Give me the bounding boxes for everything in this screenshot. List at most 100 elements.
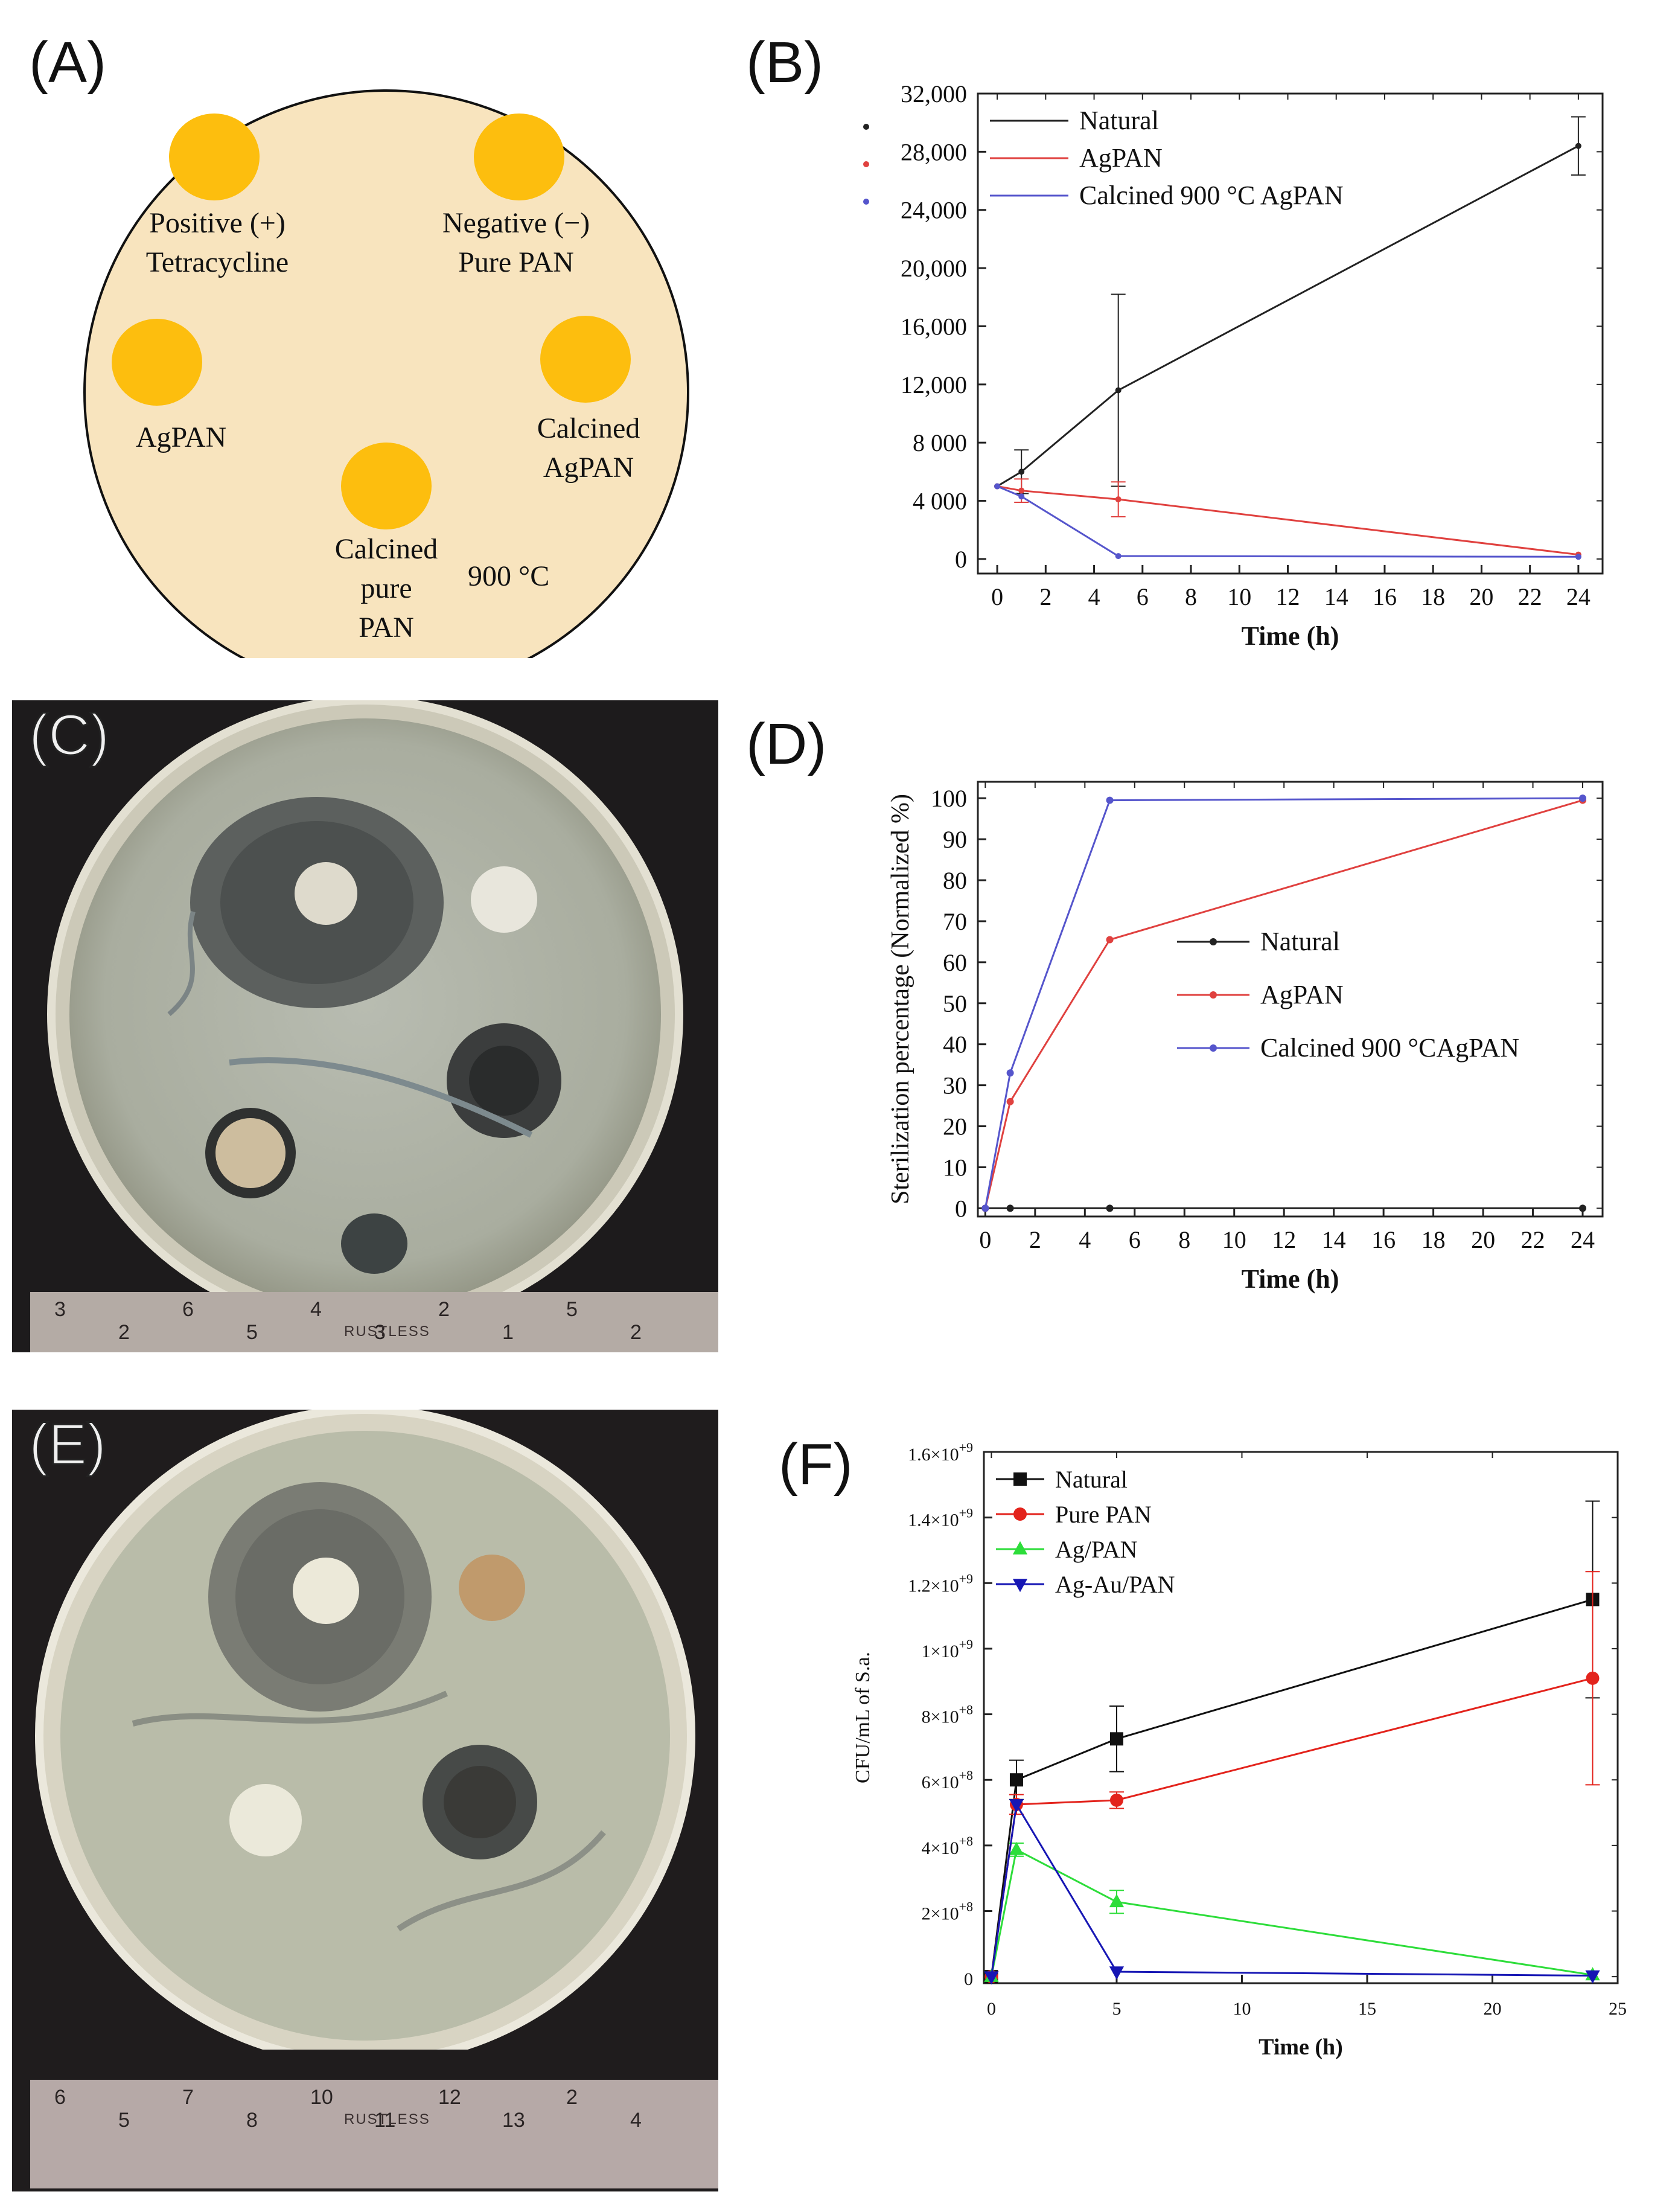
disc-label: Tetracycline xyxy=(146,246,289,278)
y-tick-label: 4 000 xyxy=(913,488,967,515)
disc-label: PAN xyxy=(359,612,414,644)
x-tick-label: 8 xyxy=(1178,1226,1190,1253)
ruler-mark: 13 xyxy=(502,2109,525,2132)
y-tick-exponent: +9 xyxy=(959,1571,973,1586)
sample-disc-4 xyxy=(540,316,631,403)
marker-dot xyxy=(994,483,1001,490)
x-tick-label: 15 xyxy=(1358,1999,1376,2019)
series-line xyxy=(990,1848,1593,1977)
sample-disc-3 xyxy=(112,319,202,406)
legend-label: Natural xyxy=(1055,1466,1128,1493)
agar-crease xyxy=(167,910,196,1017)
x-tick-label: 4 xyxy=(1079,1226,1091,1253)
ruler-mark: 2 xyxy=(630,1321,642,1344)
y-tick-label: 100 xyxy=(931,785,967,812)
y-tick-label: 28,000 xyxy=(901,138,967,165)
y-tick-label: 32,000 xyxy=(901,80,967,107)
series-line xyxy=(997,485,1578,558)
y-tick-label: 16,000 xyxy=(901,313,967,340)
ruler-mark: 1 xyxy=(502,1321,514,1344)
disc-label: Calcined xyxy=(537,412,640,444)
marker-dot xyxy=(1210,1044,1217,1052)
marker-dot xyxy=(1575,142,1581,149)
marker-dot xyxy=(1018,487,1025,494)
disc-positive xyxy=(295,862,357,925)
marker-dot xyxy=(863,124,869,130)
x-tick-label: 20 xyxy=(1483,1999,1501,2019)
plate-circle xyxy=(83,89,689,658)
panel-label-a: (A) xyxy=(29,30,106,95)
marker-dot xyxy=(1018,493,1025,500)
ruler-brand: RUSTLESS xyxy=(344,2111,430,2127)
legend-label: Natural xyxy=(1079,106,1159,135)
ruler-mark: 12 xyxy=(438,2086,461,2109)
legend-label: AgPAN xyxy=(1260,980,1344,1009)
marker-dot xyxy=(1210,991,1217,999)
y-tick-label: 8 000 xyxy=(913,429,967,456)
y-axis-label: CFU/mL of S.a. xyxy=(852,1652,874,1783)
disc-agpan xyxy=(229,1784,302,1856)
legend-label: AgPAN xyxy=(1079,143,1163,173)
sample-disc-2 xyxy=(474,113,564,200)
y-tick-label: 80 xyxy=(943,867,967,894)
x-tick-label: 24 xyxy=(1566,583,1591,610)
marker-triangle-up xyxy=(1012,1541,1028,1555)
ruler-mark: 2 xyxy=(566,2086,578,2109)
panel-label-f: (F) xyxy=(779,1432,853,1497)
legend-label: Pure PAN xyxy=(1055,1501,1152,1528)
y-tick-label: 70 xyxy=(943,908,967,935)
marker-dot xyxy=(1115,387,1122,394)
x-tick-label: 10 xyxy=(1222,1226,1246,1253)
y-tick-label: 1.4×10+9 xyxy=(908,1506,973,1530)
x-tick-label: 22 xyxy=(1521,1226,1545,1253)
marker-dot xyxy=(1579,794,1587,802)
x-tick-label: 20 xyxy=(1471,1226,1495,1253)
series-line xyxy=(997,485,1579,556)
legend-label: Calcined 900 °CAgPAN xyxy=(1260,1033,1519,1063)
y-tick-label: 10 xyxy=(943,1154,967,1181)
panel-label-b: (B) xyxy=(746,30,823,95)
ruler-mark: 7 xyxy=(182,2086,194,2109)
x-tick-label: 12 xyxy=(1275,583,1300,610)
disc-calcined-pure-pan xyxy=(341,1213,407,1274)
series-line xyxy=(984,797,1583,1209)
ruler-mark: 5 xyxy=(118,2109,130,2132)
series-line xyxy=(997,145,1579,487)
y-tick-label: 2×10+8 xyxy=(922,1899,973,1923)
x-tick-label: 16 xyxy=(1371,1226,1396,1253)
x-tick-label: 6 xyxy=(1137,583,1149,610)
y-tick-label: 60 xyxy=(943,949,967,976)
x-tick-label: 18 xyxy=(1422,1226,1446,1253)
ruler-mark: 3 xyxy=(54,1298,66,1321)
marker-triangle-down xyxy=(1585,1970,1600,1984)
marker-dot xyxy=(1579,1204,1587,1212)
ruler-mark: 6 xyxy=(54,2086,66,2109)
disc-calcined-agpan xyxy=(469,1046,539,1116)
marker-triangle-down xyxy=(1109,1966,1125,1980)
y-tick-label: 20,000 xyxy=(901,255,967,282)
marker-triangle-down xyxy=(1012,1579,1028,1593)
marker-dot xyxy=(1006,1098,1014,1105)
marker-square xyxy=(1013,1472,1027,1486)
plot-frame xyxy=(977,781,1604,1218)
legend-label: Ag-Au/PAN xyxy=(1055,1571,1175,1598)
y-tick-exponent: +8 xyxy=(959,1768,973,1783)
marker-dot xyxy=(1575,554,1581,560)
x-tick-label: 12 xyxy=(1272,1226,1296,1253)
y-tick-label: 50 xyxy=(943,990,967,1017)
x-tick-label: 14 xyxy=(1322,1226,1346,1253)
x-tick-label: 0 xyxy=(979,1226,991,1253)
series-line xyxy=(990,1599,1593,1977)
legend-label: Natural xyxy=(1260,927,1340,956)
disc-label: Positive (+) xyxy=(149,207,286,239)
disc-label: pure xyxy=(360,572,412,604)
x-axis-label: Time (h) xyxy=(1242,621,1339,651)
y-tick-label: 90 xyxy=(943,826,967,853)
marker-dot xyxy=(1018,468,1025,475)
marker-dot xyxy=(1115,553,1122,560)
